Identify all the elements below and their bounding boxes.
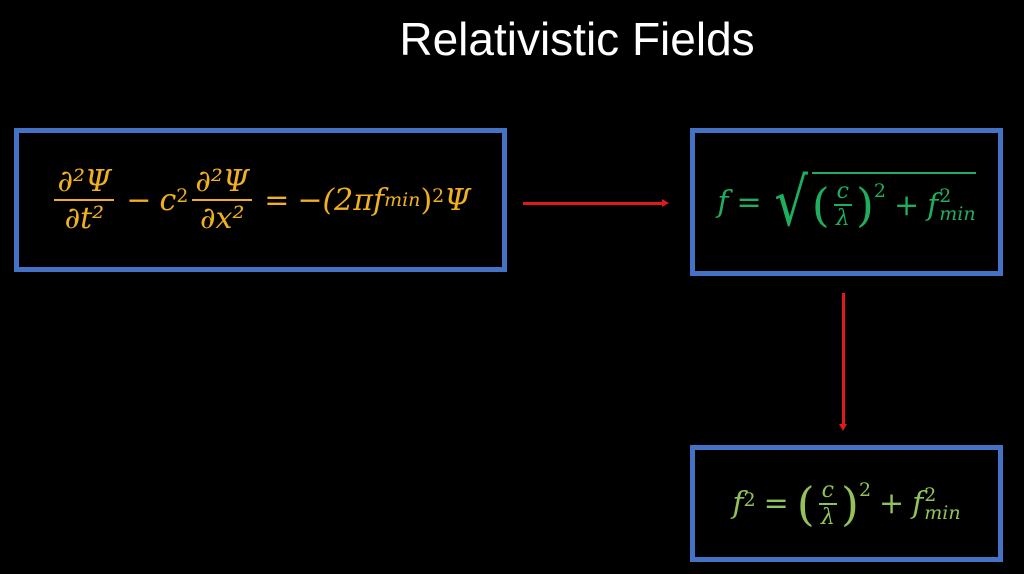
exponent: 2 xyxy=(924,483,937,506)
left-paren: ( xyxy=(811,178,830,232)
left-paren: ( xyxy=(796,476,815,531)
plus-sign: + xyxy=(894,187,920,223)
numerator: ∂²Ψ xyxy=(192,164,253,201)
rhs-term: −(2πf xyxy=(297,182,385,218)
denominator: ∂t² xyxy=(64,201,105,236)
right-paren: ) xyxy=(840,476,859,531)
c-symbol: c xyxy=(159,182,177,218)
exponent: 2 xyxy=(873,180,887,202)
denominator: λ xyxy=(820,504,835,530)
right-paren: ) xyxy=(855,178,874,232)
denominator: ∂x² xyxy=(200,201,245,236)
f-symbol: f xyxy=(717,184,729,220)
c-over-lambda: c λ xyxy=(833,179,852,231)
numerator: c xyxy=(833,179,852,206)
psi-symbol: Ψ xyxy=(444,182,471,218)
numerator: ∂²Ψ xyxy=(54,164,115,201)
f-min-symbol: f xyxy=(927,187,939,223)
subscript: min xyxy=(939,203,976,225)
equals-sign: = xyxy=(264,182,290,218)
equals-sign: = xyxy=(763,486,789,521)
exponent: 2 xyxy=(743,488,756,511)
equals-sign: = xyxy=(736,184,762,220)
radical-icon: √ xyxy=(773,163,808,241)
exponent: 2 xyxy=(858,478,872,501)
f-min-symbol: f xyxy=(912,486,924,521)
rhs-close-paren: ) xyxy=(420,182,433,218)
denominator: λ xyxy=(835,206,850,231)
slide-title: Relativistic Fields xyxy=(399,13,755,65)
exponent: 2 xyxy=(939,185,952,207)
rhs-exponent: 2 xyxy=(432,185,445,207)
rhs-subscript: min xyxy=(384,189,421,211)
fraction-time: ∂²Ψ ∂t² xyxy=(54,164,115,236)
minus-sign: − xyxy=(126,182,152,218)
c-exponent: 2 xyxy=(176,185,189,207)
c-over-lambda: c λ xyxy=(818,478,837,530)
arrow-right xyxy=(523,199,669,207)
plus-sign: + xyxy=(879,486,905,521)
numerator: c xyxy=(818,478,837,505)
subscript: min xyxy=(924,501,961,524)
f-symbol: f xyxy=(732,486,744,521)
arrow-down xyxy=(839,293,847,431)
fraction-space: ∂²Ψ ∂x² xyxy=(192,164,253,236)
